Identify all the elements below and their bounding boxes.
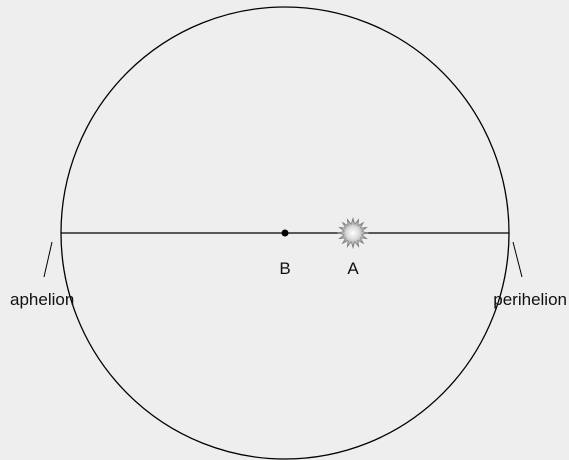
center-point-b-icon bbox=[282, 230, 289, 237]
label-point-b: B bbox=[279, 259, 290, 278]
aphelion-leader-line bbox=[44, 242, 52, 277]
label-perihelion: perihelion bbox=[493, 290, 567, 309]
perihelion-leader-line bbox=[513, 242, 522, 277]
sun-star-icon bbox=[338, 218, 368, 248]
label-point-a: A bbox=[347, 259, 359, 278]
label-aphelion: aphelion bbox=[10, 290, 74, 309]
